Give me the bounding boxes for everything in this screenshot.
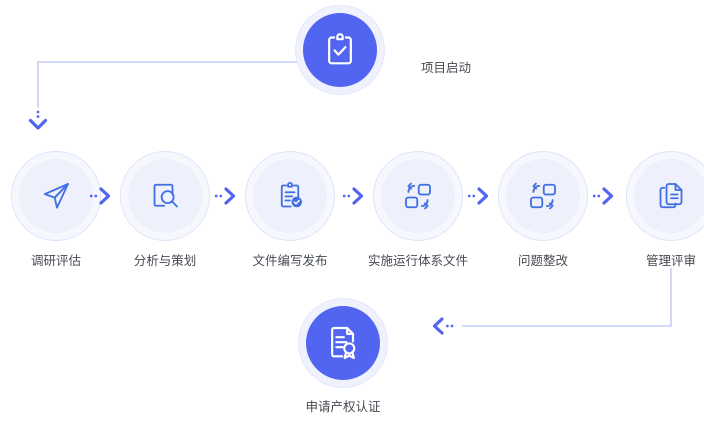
clipboard-check-icon [320, 30, 360, 70]
node-apply-certification-label: 申请产权认证 [305, 400, 381, 414]
chevron-right-icon [213, 185, 239, 212]
chevron-left-icon [427, 315, 455, 342]
document-search-icon [147, 178, 183, 214]
sync-squares-icon [525, 178, 561, 214]
clipboard-approved-icon [272, 178, 308, 214]
step-6-circle[interactable] [634, 159, 704, 233]
certificate-award-icon [323, 323, 363, 363]
step-2-circle[interactable] [128, 159, 202, 233]
chevron-down-icon [27, 108, 49, 137]
chevron-right-icon [341, 185, 367, 212]
project-start-circle[interactable] [303, 13, 377, 87]
step-3-circle[interactable] [253, 159, 327, 233]
node-project-start-label: 项目启动 [421, 61, 472, 75]
node-step-3-label: 文件编写发布 [252, 254, 328, 268]
step-5-circle[interactable] [506, 159, 580, 233]
node-step-2-label: 分析与策划 [133, 254, 197, 268]
node-step-5-label: 问题整改 [517, 254, 568, 268]
step-1-circle[interactable] [19, 159, 93, 233]
step-4-circle[interactable] [381, 159, 455, 233]
node-step-4-label: 实施运行体系文件 [367, 254, 468, 268]
chevron-right-icon [88, 185, 114, 212]
node-step-6-label: 管理评审 [645, 254, 696, 268]
paper-plane-icon [38, 178, 74, 214]
stacked-documents-icon [653, 178, 689, 214]
chevron-right-icon [466, 185, 492, 212]
chevron-right-icon [591, 185, 617, 212]
sync-squares-icon [400, 178, 436, 214]
apply-certification-circle[interactable] [306, 306, 380, 380]
node-step-1-label: 调研评估 [30, 254, 81, 268]
